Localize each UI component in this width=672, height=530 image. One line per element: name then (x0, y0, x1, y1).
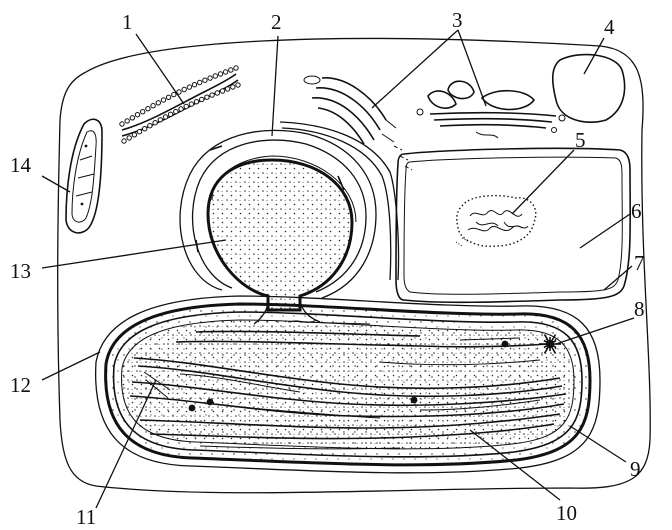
label-6: 6 (631, 199, 642, 223)
ribosome (208, 76, 212, 80)
nucleolus (456, 196, 536, 247)
ribosome (189, 102, 193, 106)
ribosome (184, 104, 188, 108)
ribosome (161, 98, 165, 102)
ribosome (156, 101, 160, 105)
ribosome (215, 91, 219, 95)
mitochondrion (66, 119, 102, 233)
label-9: 9 (630, 457, 641, 481)
ribosome (192, 83, 196, 87)
ribosome (127, 136, 131, 140)
label-1: 1 (122, 10, 133, 34)
ribosome (198, 80, 202, 84)
nuclear-envelope (180, 130, 376, 310)
ribosome (210, 93, 214, 97)
ribosome (220, 89, 224, 93)
ribosome (203, 78, 207, 82)
ribosome (141, 110, 145, 114)
ribosome (174, 109, 178, 113)
crystal-core (546, 340, 554, 348)
ribosome (187, 85, 191, 89)
label-11: 11 (76, 505, 96, 529)
ribosome (182, 87, 186, 91)
ribosome (225, 87, 229, 91)
ribosome (122, 139, 126, 143)
central-region (396, 148, 630, 302)
label-2: 2 (271, 10, 282, 34)
ribosome (223, 70, 227, 74)
ribosome (143, 127, 147, 131)
ribosome (146, 107, 150, 111)
label-5: 5 (575, 128, 586, 152)
granule (189, 405, 196, 412)
label-7: 7 (634, 251, 645, 275)
label-13: 13 (10, 259, 31, 283)
ribosome (200, 97, 204, 101)
golgi-apparatus-left (304, 76, 412, 170)
ribosome (229, 68, 233, 72)
ribosome (231, 85, 235, 89)
rough-er (120, 66, 240, 143)
label-12: 12 (10, 373, 31, 397)
ribosome (213, 74, 217, 78)
ribosome (168, 112, 172, 116)
granule (411, 397, 418, 404)
ribosome (234, 66, 238, 70)
ribosome (130, 116, 134, 120)
granule (207, 399, 214, 406)
ribosome (153, 121, 157, 125)
golgi-apparatus-right (417, 81, 565, 138)
ribosome (166, 95, 170, 99)
label-8: 8 (634, 297, 645, 321)
label-14: 14 (10, 153, 32, 177)
ribosome (236, 83, 240, 87)
ribosome (132, 133, 136, 137)
ribosome (218, 72, 222, 76)
ribosome (172, 92, 176, 96)
ribosome (205, 95, 209, 99)
ribosome (120, 122, 124, 126)
ribosome (151, 104, 155, 108)
ribosome (148, 124, 152, 128)
ribosome (137, 130, 141, 134)
label-4: 4 (604, 15, 615, 39)
label-10: 10 (556, 501, 577, 525)
ribosome (125, 119, 129, 123)
ribosome (194, 100, 198, 104)
ribosome (135, 113, 139, 117)
granule (502, 341, 509, 348)
ribosome (179, 107, 183, 111)
ribosome (163, 115, 167, 119)
label-3: 3 (452, 8, 463, 32)
ribosome (158, 118, 162, 122)
